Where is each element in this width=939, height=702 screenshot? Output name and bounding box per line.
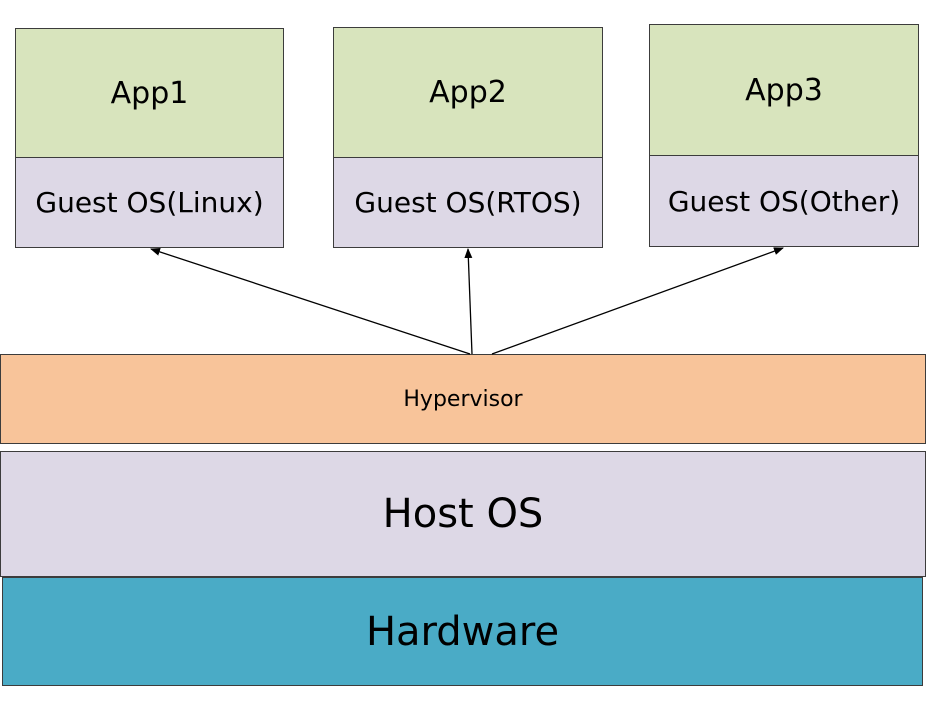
vm3-guest-os-label: Guest OS(Other) xyxy=(667,184,901,218)
arrow-to-vm1 xyxy=(150,248,471,355)
vm1-app-box: App1 xyxy=(15,28,284,158)
arrow-to-vm2 xyxy=(464,248,473,355)
vm2-app-label: App2 xyxy=(429,75,507,110)
vm2-app-box: App2 xyxy=(333,27,603,158)
hypervisor-label: Hypervisor xyxy=(403,386,523,412)
vm1-guest-os-box: Guest OS(Linux) xyxy=(15,157,284,248)
hardware-layer: Hardware xyxy=(2,577,923,686)
vm1-guest-os-label: Guest OS(Linux) xyxy=(35,186,264,219)
vm2-guest-os-label: Guest OS(RTOS) xyxy=(354,186,582,219)
vm3-guest-os-box: Guest OS(Other) xyxy=(649,155,919,247)
host-os-label: Host OS xyxy=(382,491,544,537)
vm2-guest-os-box: Guest OS(RTOS) xyxy=(333,157,603,248)
vm3-app-label: App3 xyxy=(745,72,823,108)
vm1-app-label: App1 xyxy=(110,75,189,111)
arrow-to-vm3 xyxy=(491,247,784,355)
hypervisor-layer: Hypervisor xyxy=(0,354,926,444)
vm3-app-box: App3 xyxy=(649,24,919,156)
hardware-label: Hardware xyxy=(365,608,560,655)
host-os-layer: Host OS xyxy=(0,451,926,577)
